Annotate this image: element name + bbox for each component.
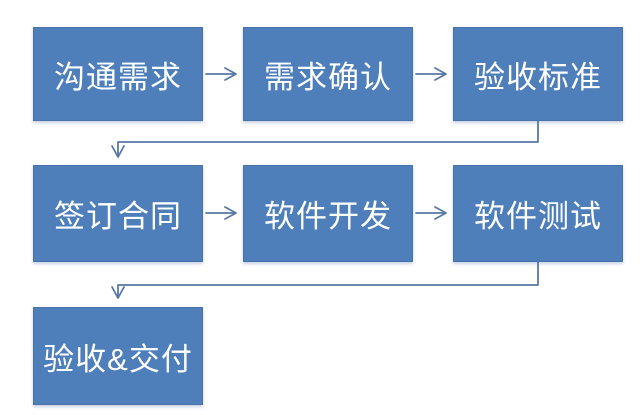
elbow-connector-row2-to-row3 bbox=[111, 261, 539, 299]
flow-node-requirements-confirmation: 需求确认 bbox=[243, 27, 413, 121]
flow-node-acceptance-criteria: 验收标准 bbox=[453, 27, 623, 121]
flow-node-software-testing: 软件测试 bbox=[453, 165, 623, 262]
flow-node-acceptance-and-delivery: 验收&交付 bbox=[33, 307, 203, 405]
flow-node-software-development: 软件开发 bbox=[243, 165, 413, 262]
elbow-connector-row1-to-row2 bbox=[111, 120, 539, 158]
flow-node-sign-contract: 签订合同 bbox=[33, 165, 203, 262]
flow-node-communicate-requirements: 沟通需求 bbox=[33, 27, 203, 121]
